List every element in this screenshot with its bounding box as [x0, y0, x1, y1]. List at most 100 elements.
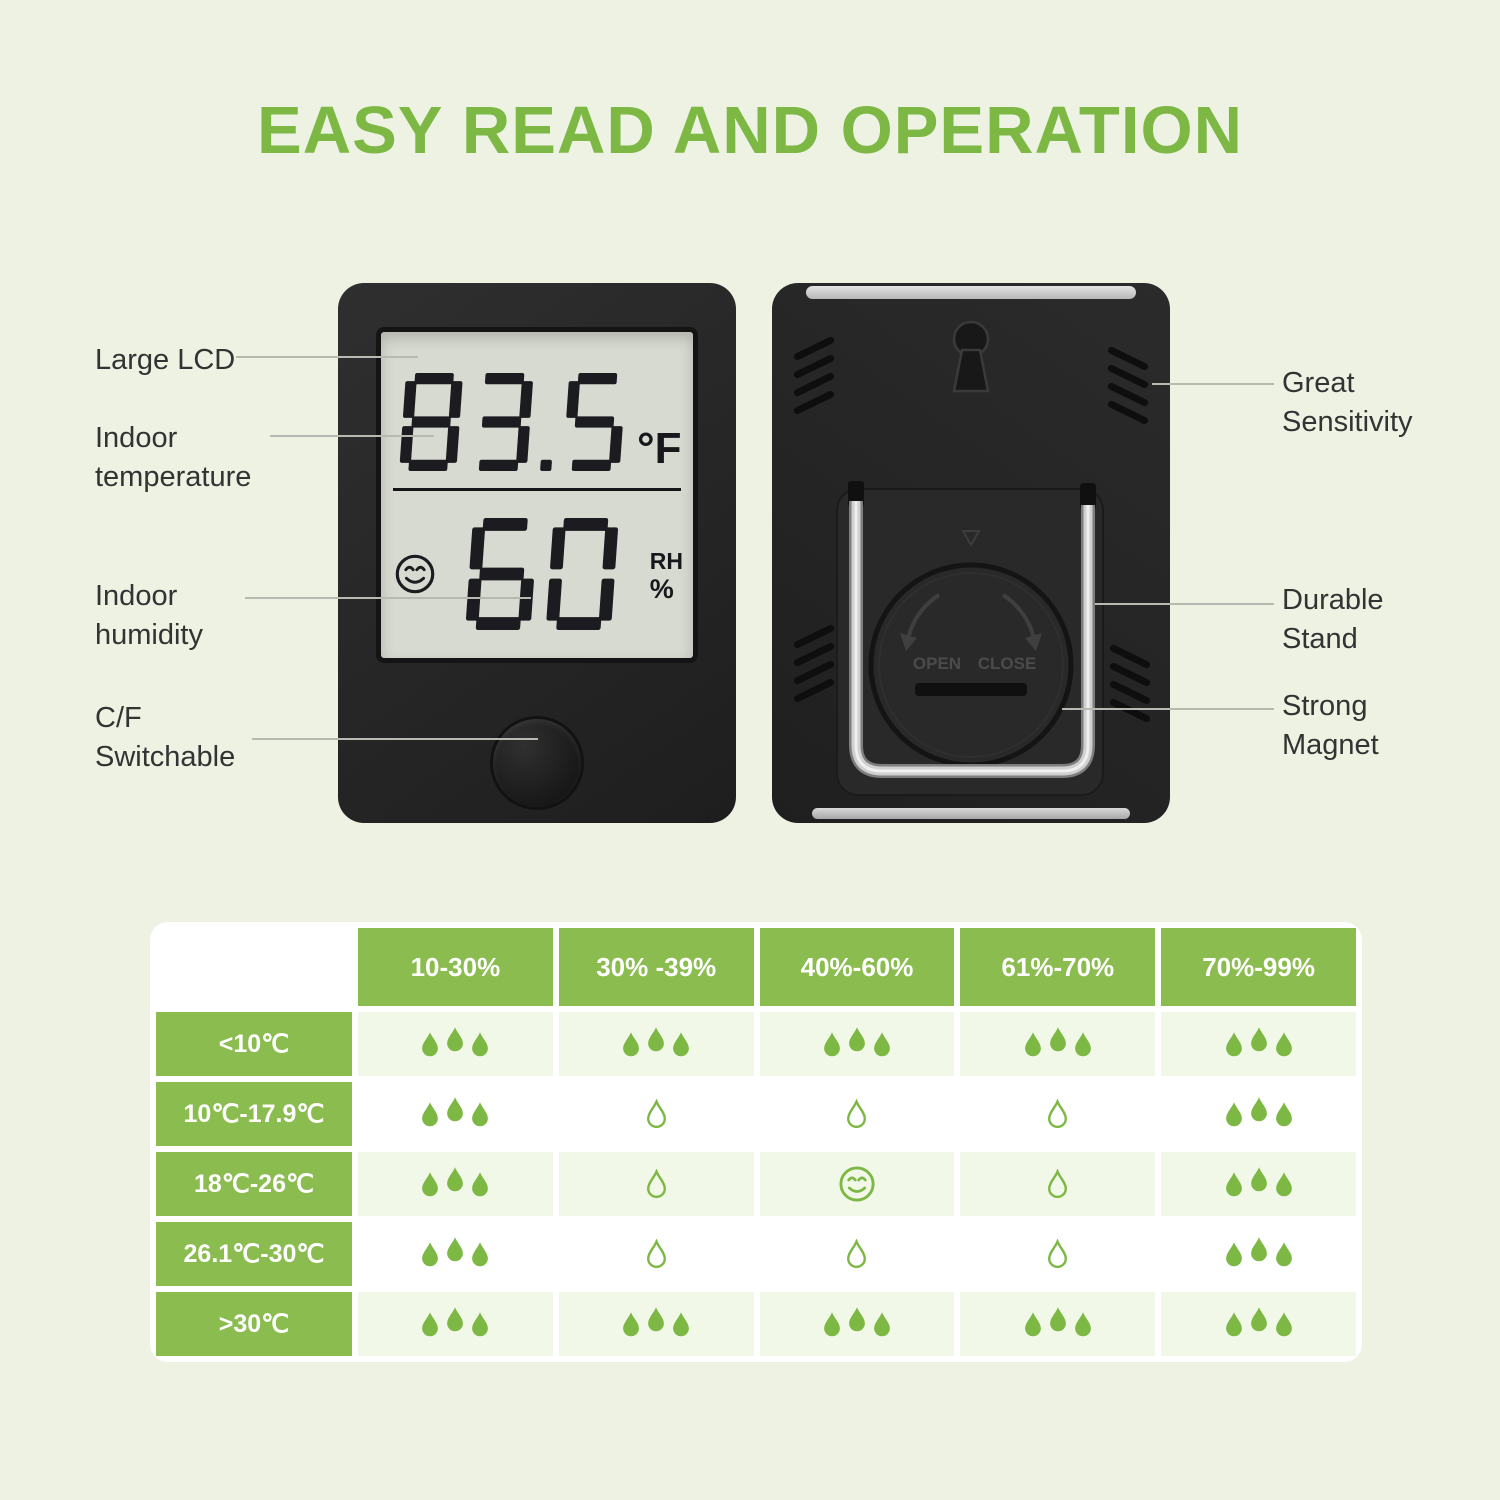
temperature-range-header: <10℃	[156, 1012, 352, 1076]
humidity-drop-filled-icon	[447, 1167, 464, 1192]
humidity-unit-rh: RH	[649, 547, 683, 574]
callout-line	[245, 597, 531, 599]
comfort-level-cell	[558, 1292, 754, 1356]
three-drops-icon	[419, 1237, 491, 1268]
comfort-level-cell	[1161, 1222, 1356, 1286]
humidity-range-header: 40%-60%	[759, 928, 955, 1006]
humidity-drop-filled-icon	[1275, 1312, 1292, 1337]
humidity-drop-filled-icon	[422, 1242, 439, 1267]
humidity-drop-filled-icon	[1250, 1307, 1267, 1332]
humidity-drop-filled-icon	[447, 1097, 464, 1122]
humidity-drop-filled-icon	[623, 1032, 640, 1057]
three-drops-icon	[419, 1027, 491, 1058]
comfort-level-cell	[960, 1082, 1156, 1146]
humidity-drop-filled-icon	[1074, 1032, 1091, 1057]
comfort-level-cell	[558, 1012, 754, 1076]
three-drops-icon	[419, 1307, 491, 1338]
lcd-humidity-digits	[464, 517, 622, 635]
comfort-level-cell	[759, 1152, 955, 1216]
lcd-screen: °F RH %	[376, 327, 698, 663]
humidity-drop-filled-icon	[472, 1172, 489, 1197]
temperature-range-header: 10℃-17.9℃	[156, 1082, 352, 1146]
lcd-humidity-row: RH %	[393, 502, 683, 650]
three-drops-icon	[821, 1027, 893, 1058]
comfort-level-cell	[358, 1292, 553, 1356]
callout-cf-switchable: C/F Switchable	[95, 702, 236, 774]
comfort-level-cell	[759, 1012, 955, 1076]
three-drops-icon	[1223, 1027, 1295, 1058]
humidity-drop-filled-icon	[824, 1032, 840, 1057]
smiley-face-icon	[839, 1166, 875, 1202]
comfort-level-cell	[358, 1152, 553, 1216]
humidity-drop-filled-icon	[1024, 1032, 1041, 1057]
humidity-drop-filled-icon	[1275, 1032, 1292, 1057]
humidity-drop-filled-icon	[1024, 1312, 1041, 1337]
device-top-edge	[806, 286, 1136, 299]
humidity-drop-filled-icon	[1250, 1027, 1267, 1052]
battery-close-label: CLOSE	[978, 654, 1037, 673]
comfort-level-cell	[759, 1222, 955, 1286]
device-back-view: OPEN CLOSE	[772, 283, 1170, 823]
callout-durable-stand: Durable Stand	[1282, 584, 1384, 656]
humidity-drop-outline-icon	[646, 1099, 666, 1128]
humidity-drop-filled-icon	[673, 1312, 690, 1337]
humidity-drop-filled-icon	[623, 1312, 640, 1337]
humidity-drop-filled-icon	[1225, 1102, 1242, 1127]
coin-slot	[915, 683, 1027, 696]
comfort-level-cell	[960, 1152, 1156, 1216]
temperature-unit-label: °F	[637, 424, 682, 473]
humidity-drop-filled-icon	[447, 1237, 464, 1262]
three-drops-icon	[1223, 1307, 1295, 1338]
comfort-level-cell	[960, 1292, 1156, 1356]
humidity-drop-outline-icon	[646, 1169, 666, 1198]
humidity-drop-filled-icon	[1225, 1172, 1242, 1197]
comfort-level-cell	[1161, 1292, 1356, 1356]
humidity-drop-filled-icon	[472, 1312, 489, 1337]
humidity-range-header: 61%-70%	[960, 928, 1156, 1006]
three-drops-icon	[620, 1027, 692, 1058]
humidity-drop-filled-icon	[422, 1102, 439, 1127]
humidity-drop-filled-icon	[1275, 1242, 1292, 1267]
humidity-drop-outline-icon	[1048, 1099, 1068, 1128]
callout-indoor-temperature: Indoor temperature	[95, 422, 252, 494]
comfort-level-cell	[358, 1222, 553, 1286]
comfort-table: 10-30%30% -39%40%-60%61%-70%70%-99%<10℃ …	[150, 922, 1362, 1362]
humidity-drop-filled-icon	[472, 1242, 489, 1267]
callout-line	[1095, 603, 1274, 605]
humidity-range-header: 10-30%	[358, 928, 553, 1006]
battery-open-label: OPEN	[913, 654, 961, 673]
temperature-range-header: 26.1℃-30℃	[156, 1222, 352, 1286]
humidity-unit-label: RH %	[649, 547, 683, 603]
humidity-drop-outline-icon	[646, 1239, 666, 1268]
humidity-drop-outline-icon	[1048, 1169, 1068, 1198]
comfort-level-cell	[759, 1292, 955, 1356]
callout-line	[1152, 383, 1274, 385]
humidity-drop-filled-icon	[1250, 1237, 1267, 1262]
humidity-drop-filled-icon	[1250, 1097, 1267, 1122]
callout-line	[270, 435, 434, 437]
wall-mount-keyhole-icon	[952, 320, 990, 393]
close-arrow-icon	[1001, 593, 1036, 640]
callout-great-sensitivity: Great Sensitivity	[1282, 367, 1413, 439]
three-drops-icon	[1223, 1097, 1295, 1128]
comfort-level-cell	[1161, 1152, 1356, 1216]
comfort-level-cell	[759, 1082, 955, 1146]
humidity-drop-filled-icon	[422, 1312, 439, 1337]
callout-line	[1062, 708, 1274, 710]
humidity-drop-filled-icon	[1049, 1027, 1066, 1052]
three-drops-icon	[821, 1307, 893, 1338]
comfort-level-cell	[960, 1012, 1156, 1076]
device-bottom-edge	[812, 808, 1130, 819]
three-drops-icon	[1022, 1027, 1094, 1058]
open-arrow-icon	[906, 593, 941, 640]
humidity-drop-filled-icon	[874, 1312, 890, 1337]
humidity-drop-filled-icon	[1250, 1167, 1267, 1192]
humidity-drop-filled-icon	[1225, 1032, 1242, 1057]
callout-large-lcd: Large LCD	[95, 344, 236, 376]
lcd-divider-line	[393, 488, 681, 491]
comfort-level-cell	[358, 1082, 553, 1146]
callout-line	[236, 356, 418, 358]
humidity-drop-filled-icon	[849, 1307, 865, 1332]
comfort-level-cell	[558, 1082, 754, 1146]
humidity-drop-filled-icon	[1074, 1312, 1091, 1337]
